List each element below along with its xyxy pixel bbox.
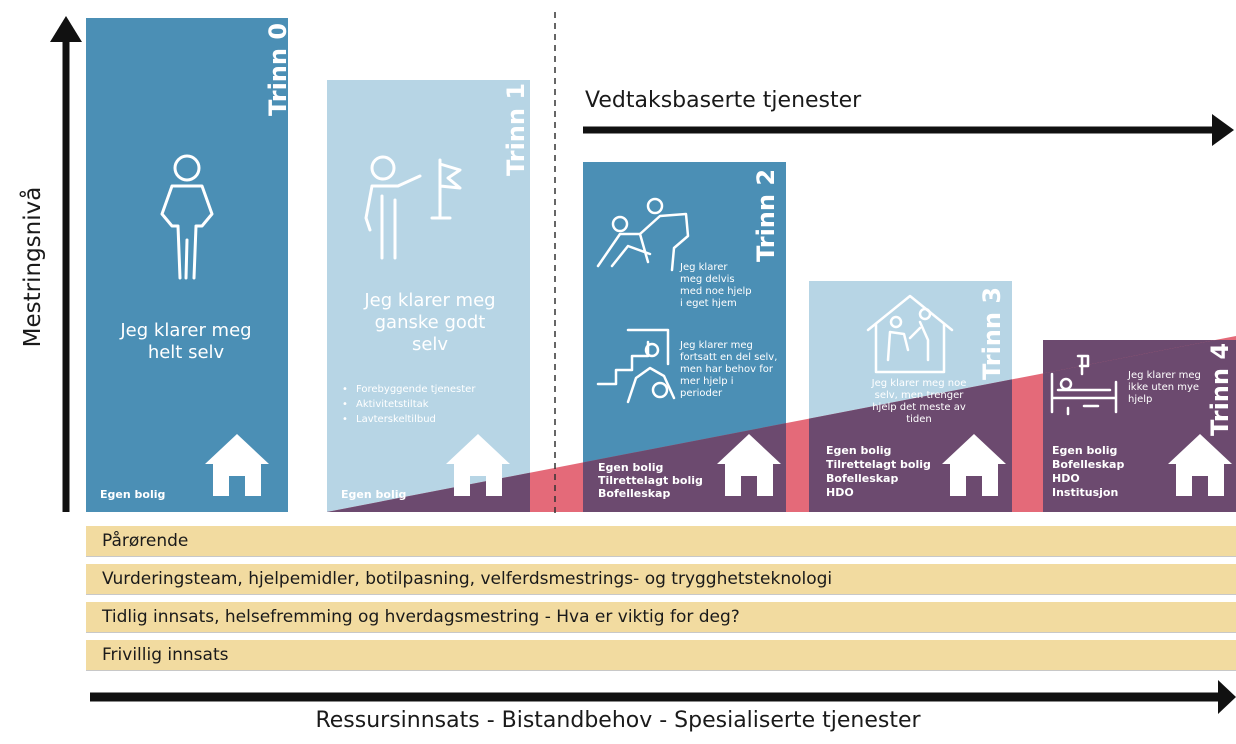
trinn4-housing-0: Egen bolig (1052, 444, 1118, 457)
care-at-home-icon (866, 294, 954, 374)
hospital-bed-icon (1050, 354, 1118, 416)
trinn1-text: Jeg klarer meg ganske godt selv (364, 290, 496, 355)
trinn3-title: Trinn 3 (978, 286, 1006, 380)
trinn1-column (327, 80, 530, 512)
band-parorende: Pårørende (86, 526, 1236, 557)
trinn4-title: Trinn 4 (1206, 342, 1234, 436)
trinn4-text: Jeg klarer meg ikke uten mye hjelp (1128, 370, 1201, 405)
trinn1-bullets: Forebyggende tjenester Aktivitetstiltak … (342, 382, 475, 427)
house-icon (1168, 434, 1232, 496)
trinn3-housing-0: Egen bolig (826, 444, 892, 457)
trinn1-bullet: Aktivitetstiltak (342, 397, 475, 412)
footer-label: Ressursinnsats - Bistandbehov - Spesiali… (315, 708, 921, 733)
trinn0-housing-0: Egen bolig (100, 488, 166, 501)
trinn2-text-b: Jeg klarer meg fortsatt en del selv, men… (680, 340, 778, 399)
trinn2-text-a: Jeg klarer meg delvis med noe hjelp i eg… (680, 262, 752, 309)
trinn3-text: Jeg klarer meg noe selv, men trenger hje… (871, 378, 967, 425)
trinn2-housing-2: Bofelleskap (598, 487, 671, 500)
vedtak-arrow (583, 114, 1234, 146)
trinn2-title: Trinn 2 (752, 168, 780, 262)
trinn1-bullet: Forebyggende tjenester (342, 382, 475, 397)
house-icon (717, 434, 781, 496)
house-icon (205, 434, 269, 496)
y-axis-label: Mestringsnivå (20, 186, 46, 348)
trinn4-housing-3: Institusjon (1052, 486, 1119, 499)
band-tidlig-innsats: Tidlig innsats, helsefremming og hverdag… (86, 602, 1236, 633)
trinn3-housing-3: HDO (826, 486, 854, 499)
vedtak-heading: Vedtaksbaserte tjenester (585, 88, 862, 113)
standing-person-icon (160, 154, 214, 280)
footer-arrow (90, 680, 1236, 714)
trinn3-housing-2: Bofelleskap (826, 472, 899, 485)
trinn4-housing-1: Bofelleskap (1052, 458, 1125, 471)
trinn4-housing-2: HDO (1052, 472, 1080, 485)
trinn1-housing-0: Egen bolig (341, 488, 407, 501)
trinn0-text: Jeg klarer meg helt selv (120, 320, 252, 363)
house-icon (942, 434, 1006, 496)
trinn2-housing-0: Egen bolig (598, 461, 664, 474)
assisted-stairs-icon (596, 328, 676, 404)
band-vurderingsteam: Vurderingsteam, hjelpemidler, botilpasni… (86, 564, 1236, 595)
helping-hand-climb-icon (596, 197, 690, 272)
trinn1-title: Trinn 1 (502, 82, 530, 176)
band-frivillig-innsats: Frivillig innsats (86, 640, 1236, 671)
trinn1-bullet: Lavterskeltilbud (342, 412, 475, 427)
house-icon (446, 434, 510, 496)
y-axis-arrow (50, 16, 82, 512)
trinn0-title: Trinn 0 (264, 22, 292, 116)
person-with-flag-icon (364, 155, 462, 260)
trinn2-housing-1: Tilrettelagt bolig (598, 474, 703, 487)
trinn3-housing-1: Tilrettelagt bolig (826, 458, 931, 471)
